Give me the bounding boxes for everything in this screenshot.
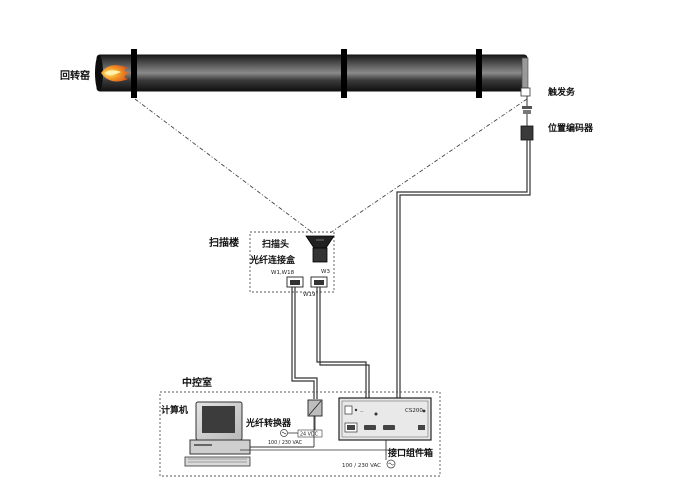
encoder-cable-2: [399, 140, 531, 398]
encoder-cable: [396, 140, 528, 398]
signal-cable-2: [319, 287, 370, 398]
rotary-kiln: [95, 49, 529, 98]
label-port-w3: W3: [321, 269, 330, 275]
label-scan-building: 扫描楼: [209, 236, 239, 249]
label-fiber-converter: 光纤转换器: [245, 417, 292, 429]
scan-head-icon: [305, 235, 335, 263]
label-position-encoder: 位置编码器: [548, 122, 594, 134]
fiber-converter-icon: [307, 399, 323, 417]
label-port-w19: W19: [303, 292, 316, 298]
label-24vdc: 24 VDC: [300, 432, 319, 438]
position-encoder: [520, 96, 534, 141]
label-computer: 计算机: [161, 404, 188, 416]
label-100-230-vac-small: 100 / 230 VAC: [268, 440, 303, 446]
interface-box-icon: —: [338, 397, 432, 441]
control-room-box: [159, 391, 441, 477]
flame-icon: [101, 65, 130, 82]
label-interface-model: CS200: [405, 408, 423, 414]
fiber-cable: [291, 287, 315, 399]
scan-line-left: [134, 98, 314, 234]
label-scan-head: 扫描头: [262, 238, 289, 250]
svg-text:—: —: [360, 409, 364, 413]
label-fiber-junction-box: 光纤连接盒: [249, 254, 296, 266]
computer-icon: [184, 401, 251, 467]
label-control-room: 中控室: [182, 376, 212, 389]
label-100-230-vac-box: 100 / 230 VAC: [342, 463, 381, 469]
kiln-ring: [131, 49, 137, 98]
trigger-sensor: [520, 87, 531, 97]
kiln-ring: [476, 49, 482, 98]
label-interface-box: 接口组件箱: [388, 447, 433, 459]
label-rotary-kiln: 回转窑: [60, 69, 90, 82]
signal-cable: [316, 287, 367, 398]
label-trigger: 触发务: [547, 86, 576, 98]
scan-line-right: [329, 98, 528, 234]
fiber-cable-2: [294, 287, 318, 399]
kiln-ring: [341, 49, 347, 98]
label-port-w1-w18: W1,W18: [271, 270, 295, 276]
